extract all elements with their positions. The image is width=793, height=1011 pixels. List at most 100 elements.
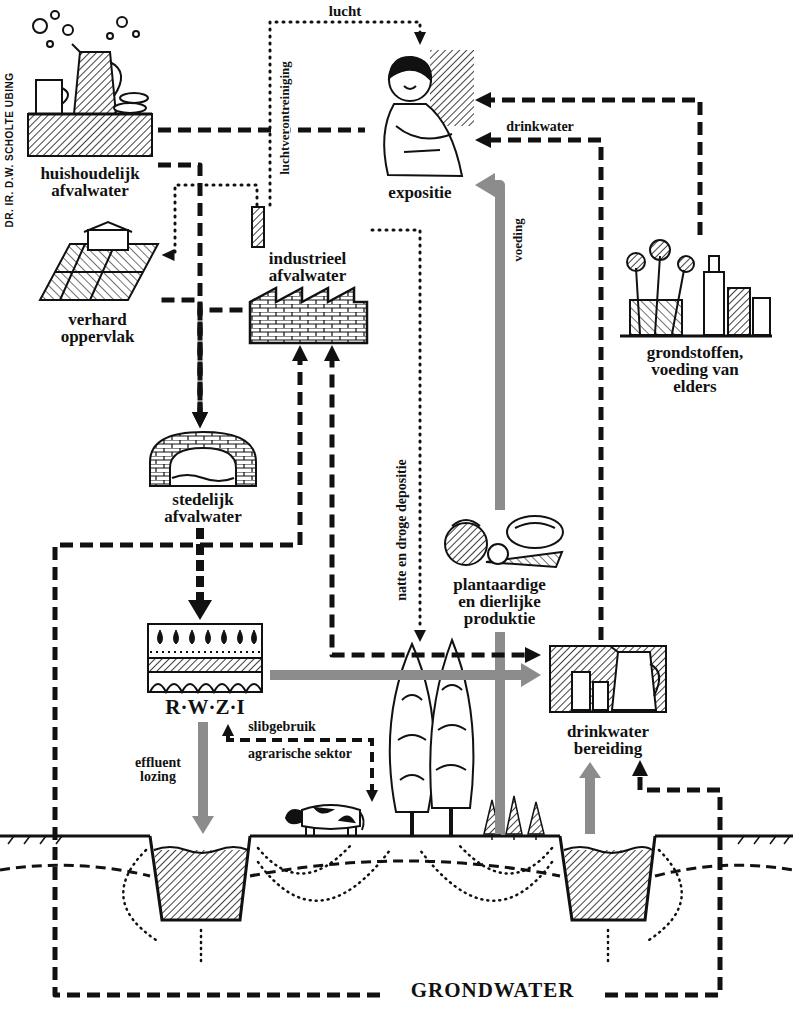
- dashed-connector: [162, 300, 201, 418]
- household-icon-part: [28, 114, 152, 156]
- goods-icon: [620, 240, 772, 336]
- small-trees: [484, 796, 544, 840]
- arrowhead: [292, 345, 308, 361]
- flow-label: natte en droge depositie: [395, 457, 409, 603]
- arrowhead: [475, 173, 495, 197]
- household-icon-part: [28, 113, 152, 116]
- household-icon-part: [110, 62, 121, 96]
- flow-arrows-part: [222, 724, 234, 736]
- arrowhead: [475, 92, 491, 108]
- pavement-icon: [40, 222, 158, 300]
- produce-icon-part: [452, 520, 480, 526]
- cow-figure-part: [306, 826, 356, 836]
- drinking-water-icon-part: [650, 664, 659, 696]
- thick-connector: [196, 528, 204, 608]
- sewer-icon-part: [150, 432, 256, 486]
- dashed-connector: [200, 310, 243, 418]
- flow-arrows-part: [372, 230, 420, 630]
- flow-label: effluent lozing: [123, 756, 193, 784]
- node-label: grondstoffen, voeding van elders: [630, 344, 760, 395]
- edge-label: drinkwater: [504, 120, 576, 134]
- goods-icon-part: [753, 298, 770, 335]
- cow-figure-part: [315, 808, 354, 822]
- supply-node: grondstoffen, voeding van elders: [615, 235, 775, 400]
- goods-icon-part: [709, 256, 719, 272]
- poplar-trees-part: [449, 808, 453, 836]
- household-icon: [28, 11, 152, 156]
- cow-figure: [286, 805, 364, 836]
- produce-icon-part: [488, 544, 508, 564]
- poplar-trees-part: [430, 640, 473, 808]
- edge-label: luchtverontreiniging: [278, 59, 291, 177]
- treatment-plant-icon-part: [150, 684, 262, 692]
- node-label: stedelijk afvalwater: [145, 491, 261, 525]
- person-icon-part: [404, 86, 416, 89]
- dashed-connector: [485, 140, 601, 640]
- landscape-part: [154, 847, 248, 853]
- arrowhead: [475, 132, 491, 148]
- cow-figure-part: [286, 810, 302, 823]
- drinking-water-icon-part: [612, 652, 656, 710]
- landscape-part: [560, 836, 655, 920]
- poplar-trees-part: [398, 695, 426, 780]
- pavement-node: verhard oppervlak: [34, 220, 162, 350]
- produce-icon: [445, 516, 563, 567]
- arrowhead: [188, 600, 212, 620]
- arrowhead: [632, 760, 648, 776]
- person-icon: [384, 50, 474, 176]
- produce-icon-part: [507, 516, 563, 548]
- dashed-connector: [158, 165, 200, 418]
- factory-icon-part: [252, 207, 264, 247]
- dashed-connector: [605, 770, 720, 995]
- node-label: plantaardige en dierlijke produktie: [445, 576, 555, 627]
- drinking-water-icon: [550, 646, 666, 712]
- factory-icon-part: [250, 288, 367, 343]
- household-icon-part: [117, 17, 127, 27]
- dotted-connector: [169, 185, 257, 255]
- landscape-part: [150, 836, 250, 920]
- person-icon-part: [384, 104, 462, 176]
- pavement-icon-part: [40, 244, 158, 300]
- flow-label: agrarische sektor: [246, 747, 354, 761]
- exposure-node: expositie: [365, 45, 475, 205]
- small-trees-part: [492, 834, 536, 840]
- band-connector: [270, 670, 529, 680]
- edge-label: voeding: [511, 216, 524, 263]
- sewer-node: stedelijk afvalwater: [141, 428, 265, 528]
- household-icon-part: [36, 80, 62, 114]
- arrowhead: [324, 345, 340, 361]
- pavement-icon-part: [84, 222, 132, 232]
- treatment-plant-icon-part: [150, 651, 260, 653]
- poplar-trees-part: [410, 812, 414, 836]
- treatment-plant-icon-part: [158, 630, 257, 644]
- household-icon-part: [107, 33, 113, 39]
- flow-label: lucht: [327, 4, 364, 19]
- drinking-water-icon-part: [610, 646, 618, 652]
- arrowhead: [192, 412, 208, 428]
- landscape: [0, 836, 793, 962]
- credit-text: DR. IR. D.W. SCHOLTE UBING: [5, 70, 15, 229]
- treatment-plant-icon-part: [148, 658, 262, 672]
- arrowhead: [162, 249, 175, 261]
- drinking-water-icon-part: [593, 682, 608, 710]
- flow-arrows-part: [579, 762, 601, 778]
- produce-icon-part: [445, 523, 487, 565]
- arrowhead: [521, 663, 541, 687]
- flow-arrows-part: [585, 776, 595, 834]
- household-icon-part: [120, 93, 148, 103]
- flow-label: slibgebruik: [246, 720, 318, 734]
- arrowhead: [192, 412, 208, 428]
- drinking-water-icon-part: [572, 672, 590, 710]
- person-icon-part: [389, 57, 431, 80]
- node-label: drinkwater bereiding: [545, 723, 671, 757]
- node-label: expositie: [388, 184, 451, 201]
- dotted-connector: [270, 22, 420, 205]
- pavement-icon-part: [88, 230, 128, 250]
- landscape-part: [154, 850, 248, 920]
- flow-arrows-part: [495, 632, 505, 834]
- poplar-trees-part: [390, 644, 434, 812]
- flow-arrows: [192, 230, 601, 834]
